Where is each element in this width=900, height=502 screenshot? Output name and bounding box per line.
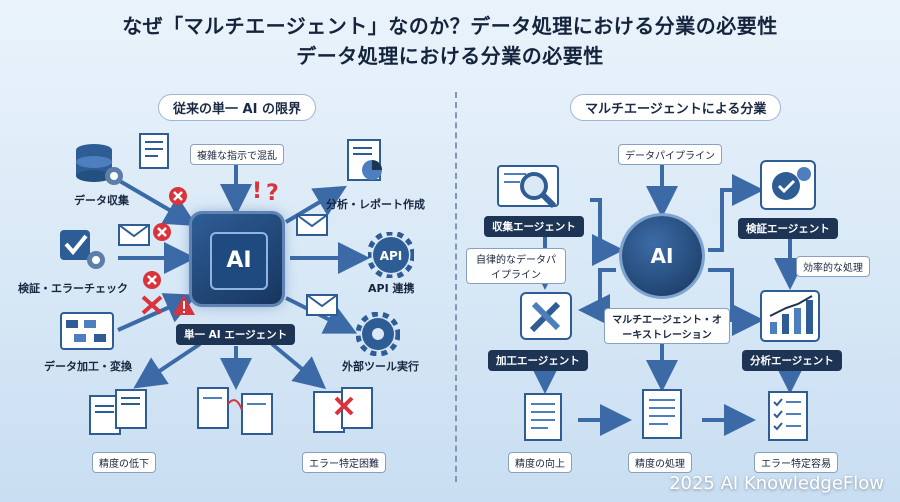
stacked-documents-icon [89, 389, 147, 435]
envelope-icon [118, 224, 150, 246]
collect-agent-label: 収集エージェント [484, 216, 584, 237]
error-icon [169, 187, 187, 205]
envelope-icon [306, 294, 338, 316]
verify-agent-label: 検証エージェント [738, 218, 838, 239]
result-low-accuracy: 精度の低下 [92, 452, 156, 473]
svg-text:!: ! [252, 179, 262, 204]
section-divider [455, 92, 457, 482]
efficient-processing-callout: 効率的な処理 [796, 256, 870, 277]
pipeline-label: データパイプライン [618, 144, 722, 165]
report-chart-icon [347, 139, 382, 181]
output-label-api: API 連携 [368, 282, 415, 295]
document-icon [642, 389, 682, 439]
flowchart-icon [60, 312, 114, 350]
result-improved-accuracy: 精度の向上 [508, 452, 572, 473]
single-ai-chip: AI [192, 214, 282, 304]
wrench-screwdriver-icon [520, 292, 572, 340]
bar-chart-icon [760, 290, 820, 342]
document-icon [139, 133, 169, 169]
envelope-icon [296, 214, 328, 236]
output-label-report: 分析・レポート作成 [326, 198, 425, 211]
magnifier-monitor-icon [497, 165, 559, 209]
orchestration-hub: AI [622, 216, 702, 296]
result-hard-to-find-errors: エラー特定困難 [302, 452, 386, 473]
confusion-marks-icon: ! ? [252, 179, 279, 206]
checkmark-icon [60, 230, 105, 269]
cross-mark-icon [141, 295, 163, 315]
output-label-external: 外部ツール実行 [342, 360, 419, 373]
orchestration-label: マルチエージェント・オーキストレーション [604, 308, 730, 344]
svg-text:?: ? [266, 181, 279, 206]
input-label-verify: 検証・エラーチェック [18, 282, 128, 295]
input-label-transform: データ加工・変換 [44, 360, 132, 373]
checklist-icon [768, 391, 808, 441]
api-gear-icon: API [368, 232, 414, 278]
single-agent-label: 単一 AI エージェント [176, 324, 296, 345]
right-section-header: マルチエージェントによる分業 [570, 94, 782, 121]
result-accurate-processing: 精度の処理 [628, 452, 692, 473]
confusion-callout: 複雑な指示で混乱 [190, 144, 284, 165]
error-icon [153, 223, 171, 241]
left-section-header: 従来の単一 AI の限界 [158, 94, 316, 121]
error-documents-icon [313, 387, 373, 433]
document-icon [524, 393, 562, 441]
result-easy-error-finding: エラー特定容易 [754, 452, 838, 473]
api-icon-text: API [380, 249, 403, 263]
sub-title: データ処理における分業の必要性 [296, 44, 604, 68]
analysis-agent-label: 分析エージェント [742, 350, 842, 371]
error-icon [143, 271, 161, 289]
transform-agent-label: 加工エージェント [488, 350, 588, 371]
database-icon [76, 144, 123, 185]
tangled-documents-icon [197, 387, 273, 435]
gear-icon [356, 312, 400, 356]
footer-brand: 2025 AI KnowledgeFlow [669, 473, 884, 494]
chip-ai-label: AI [210, 232, 268, 290]
input-label-collect: データ収集 [74, 194, 129, 207]
warning-icon [173, 295, 195, 315]
autonomous-pipeline-callout: 自律的なデータパイプライン [466, 248, 566, 284]
main-title: なぜ「マルチエージェント」なのか？データ処理における分業の必要性 [122, 14, 778, 38]
gear-check-icon [760, 160, 816, 210]
